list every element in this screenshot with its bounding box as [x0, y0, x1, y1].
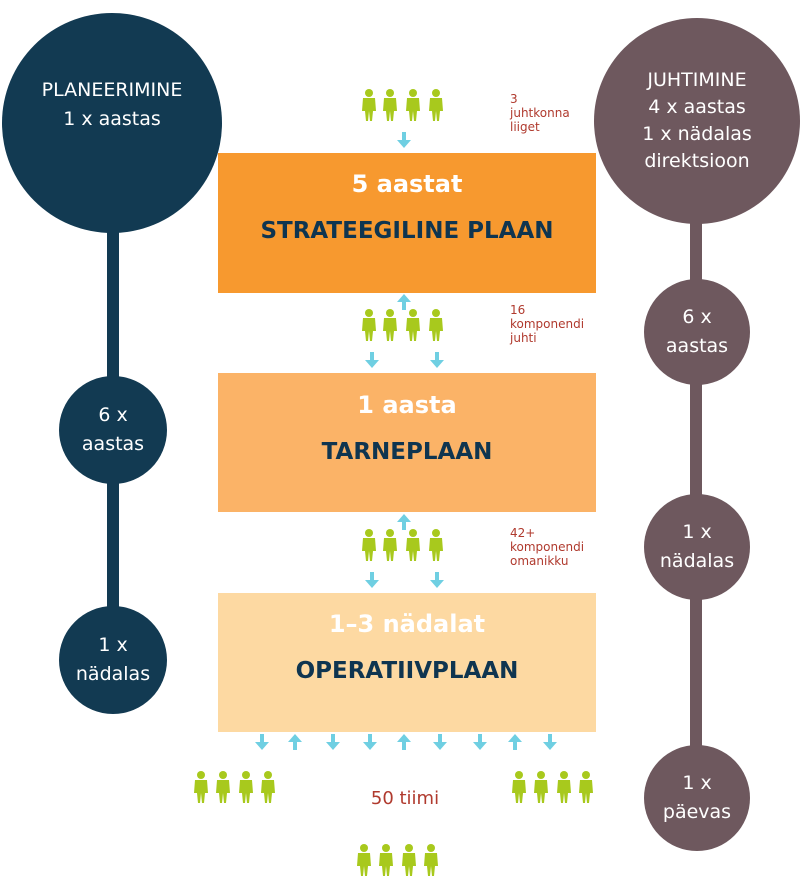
- team-group-right: [512, 771, 593, 803]
- note-juhtkonna: 3 juhtkonna liiget: [510, 92, 570, 134]
- operational-plan-period: 1–3 nädalat: [328, 610, 486, 638]
- person-icon: [194, 771, 208, 803]
- planeerimine-frequency: 1 x aastas: [63, 108, 161, 130]
- arrow-down-icon: [543, 734, 557, 750]
- arrow-down-icon: [255, 734, 269, 750]
- note1-line3: liiget: [510, 120, 540, 134]
- juhtimine-label: JUHTIMINE: [647, 69, 747, 91]
- person-icon: [216, 771, 230, 803]
- person-icon: [406, 89, 420, 121]
- arrow-row: [255, 734, 557, 750]
- arrow-up-icon: [508, 734, 522, 750]
- arrow-down-icon: [365, 352, 379, 368]
- arrow-down-icon: [365, 572, 379, 588]
- team-group-bottom: [357, 844, 438, 876]
- note3-line3: omanikku: [510, 554, 569, 568]
- people-group-1: [362, 89, 443, 121]
- person-icon: [239, 771, 253, 803]
- arrow-down-icon: [433, 734, 447, 750]
- juhtimine-circle: JUHTIMINE 4 x aastas 1 x nädalas direkts…: [594, 18, 800, 224]
- strategic-plan-box: 5 aastat STRATEEGILINE PLAAN: [218, 153, 596, 293]
- right-circle-1x-paevas: 1 x päevas: [644, 745, 750, 851]
- arrow-down-icon: [326, 734, 340, 750]
- person-icon: [424, 844, 438, 876]
- people-group-2: [362, 309, 443, 341]
- person-icon: [406, 309, 420, 341]
- right-c2-line1: 6 x: [682, 306, 712, 328]
- left-mid-line1: 6 x: [98, 404, 128, 426]
- person-icon: [362, 89, 376, 121]
- planeerimine-label: PLANEERIMINE: [41, 79, 183, 101]
- teams-label: 50 tiimi: [370, 788, 440, 809]
- juhtimine-freq1: 4 x aastas: [648, 96, 746, 118]
- person-icon: [557, 771, 571, 803]
- right-c4-line1: 1 x: [682, 772, 712, 794]
- left-mid-line2: aastas: [81, 433, 145, 455]
- person-icon: [383, 89, 397, 121]
- person-icon: [379, 844, 393, 876]
- note3-count: 42+: [510, 526, 536, 540]
- delivery-plan-title: TARNEPLAAN: [321, 439, 493, 465]
- person-icon: [383, 309, 397, 341]
- right-circle-6x-aastas: 6 x aastas: [644, 279, 750, 385]
- right-c4-line2: päevas: [662, 801, 732, 823]
- note-komponendi-omanikku: 42+ komponendi omanikku: [510, 526, 584, 568]
- delivery-plan-box: 1 aasta TARNEPLAAN: [218, 373, 596, 512]
- left-bottom-line1: 1 x: [98, 634, 128, 656]
- strategic-plan-title: STRATEEGILINE PLAAN: [260, 218, 554, 244]
- operational-plan-title: OPERATIIVPLAAN: [295, 658, 519, 684]
- juhtimine-freq2: 1 x nädalas: [642, 123, 752, 145]
- person-icon: [579, 771, 593, 803]
- right-c3-line2: nädalas: [659, 550, 735, 572]
- arrow-up-icon: [288, 734, 302, 750]
- person-icon: [429, 89, 443, 121]
- person-icon: [362, 529, 376, 561]
- person-icon: [261, 771, 275, 803]
- note3-line2: komponendi: [510, 540, 585, 554]
- person-icon: [357, 844, 371, 876]
- note-komponendi-juhti: 16 komponendi juhti: [510, 303, 584, 345]
- team-group-left: [194, 771, 275, 803]
- juhtimine-body: direktsioon: [644, 150, 750, 172]
- arrow-down-icon: [473, 734, 487, 750]
- arrow-down-icon: [430, 572, 444, 588]
- arrow-up-icon: [397, 294, 411, 310]
- arrow-up-icon: [397, 734, 411, 750]
- note2-line2: komponendi: [510, 317, 585, 331]
- left-circle-1x-nadalas: 1 x nädalas: [59, 606, 167, 714]
- left-bottom-line2: nädalas: [75, 663, 151, 685]
- arrow-down-icon: [397, 132, 411, 148]
- note2-count: 16: [510, 303, 526, 317]
- note1-line2: juhtkonna: [510, 106, 570, 120]
- people-group-3: [362, 529, 443, 561]
- right-c3-line1: 1 x: [682, 521, 712, 543]
- right-c2-line2: aastas: [665, 335, 729, 357]
- arrow-down-icon: [363, 734, 377, 750]
- delivery-plan-period: 1 aasta: [357, 391, 457, 419]
- person-icon: [406, 529, 420, 561]
- person-icon: [512, 771, 526, 803]
- person-icon: [429, 529, 443, 561]
- note2-line3: juhti: [510, 331, 537, 345]
- person-icon: [429, 309, 443, 341]
- left-circle-6x-aastas: 6 x aastas: [59, 376, 167, 484]
- note1-count: 3: [510, 92, 518, 106]
- person-icon: [383, 529, 397, 561]
- strategic-plan-period: 5 aastat: [351, 170, 463, 198]
- arrow-up-icon: [397, 514, 411, 530]
- arrow-down-icon: [430, 352, 444, 368]
- operational-plan-box: 1–3 nädalat OPERATIIVPLAAN: [218, 593, 596, 732]
- person-icon: [534, 771, 548, 803]
- person-icon: [362, 309, 376, 341]
- planeerimine-circle: PLANEERIMINE 1 x aastas: [2, 13, 222, 233]
- person-icon: [402, 844, 416, 876]
- right-circle-1x-nadalas: 1 x nädalas: [644, 494, 750, 600]
